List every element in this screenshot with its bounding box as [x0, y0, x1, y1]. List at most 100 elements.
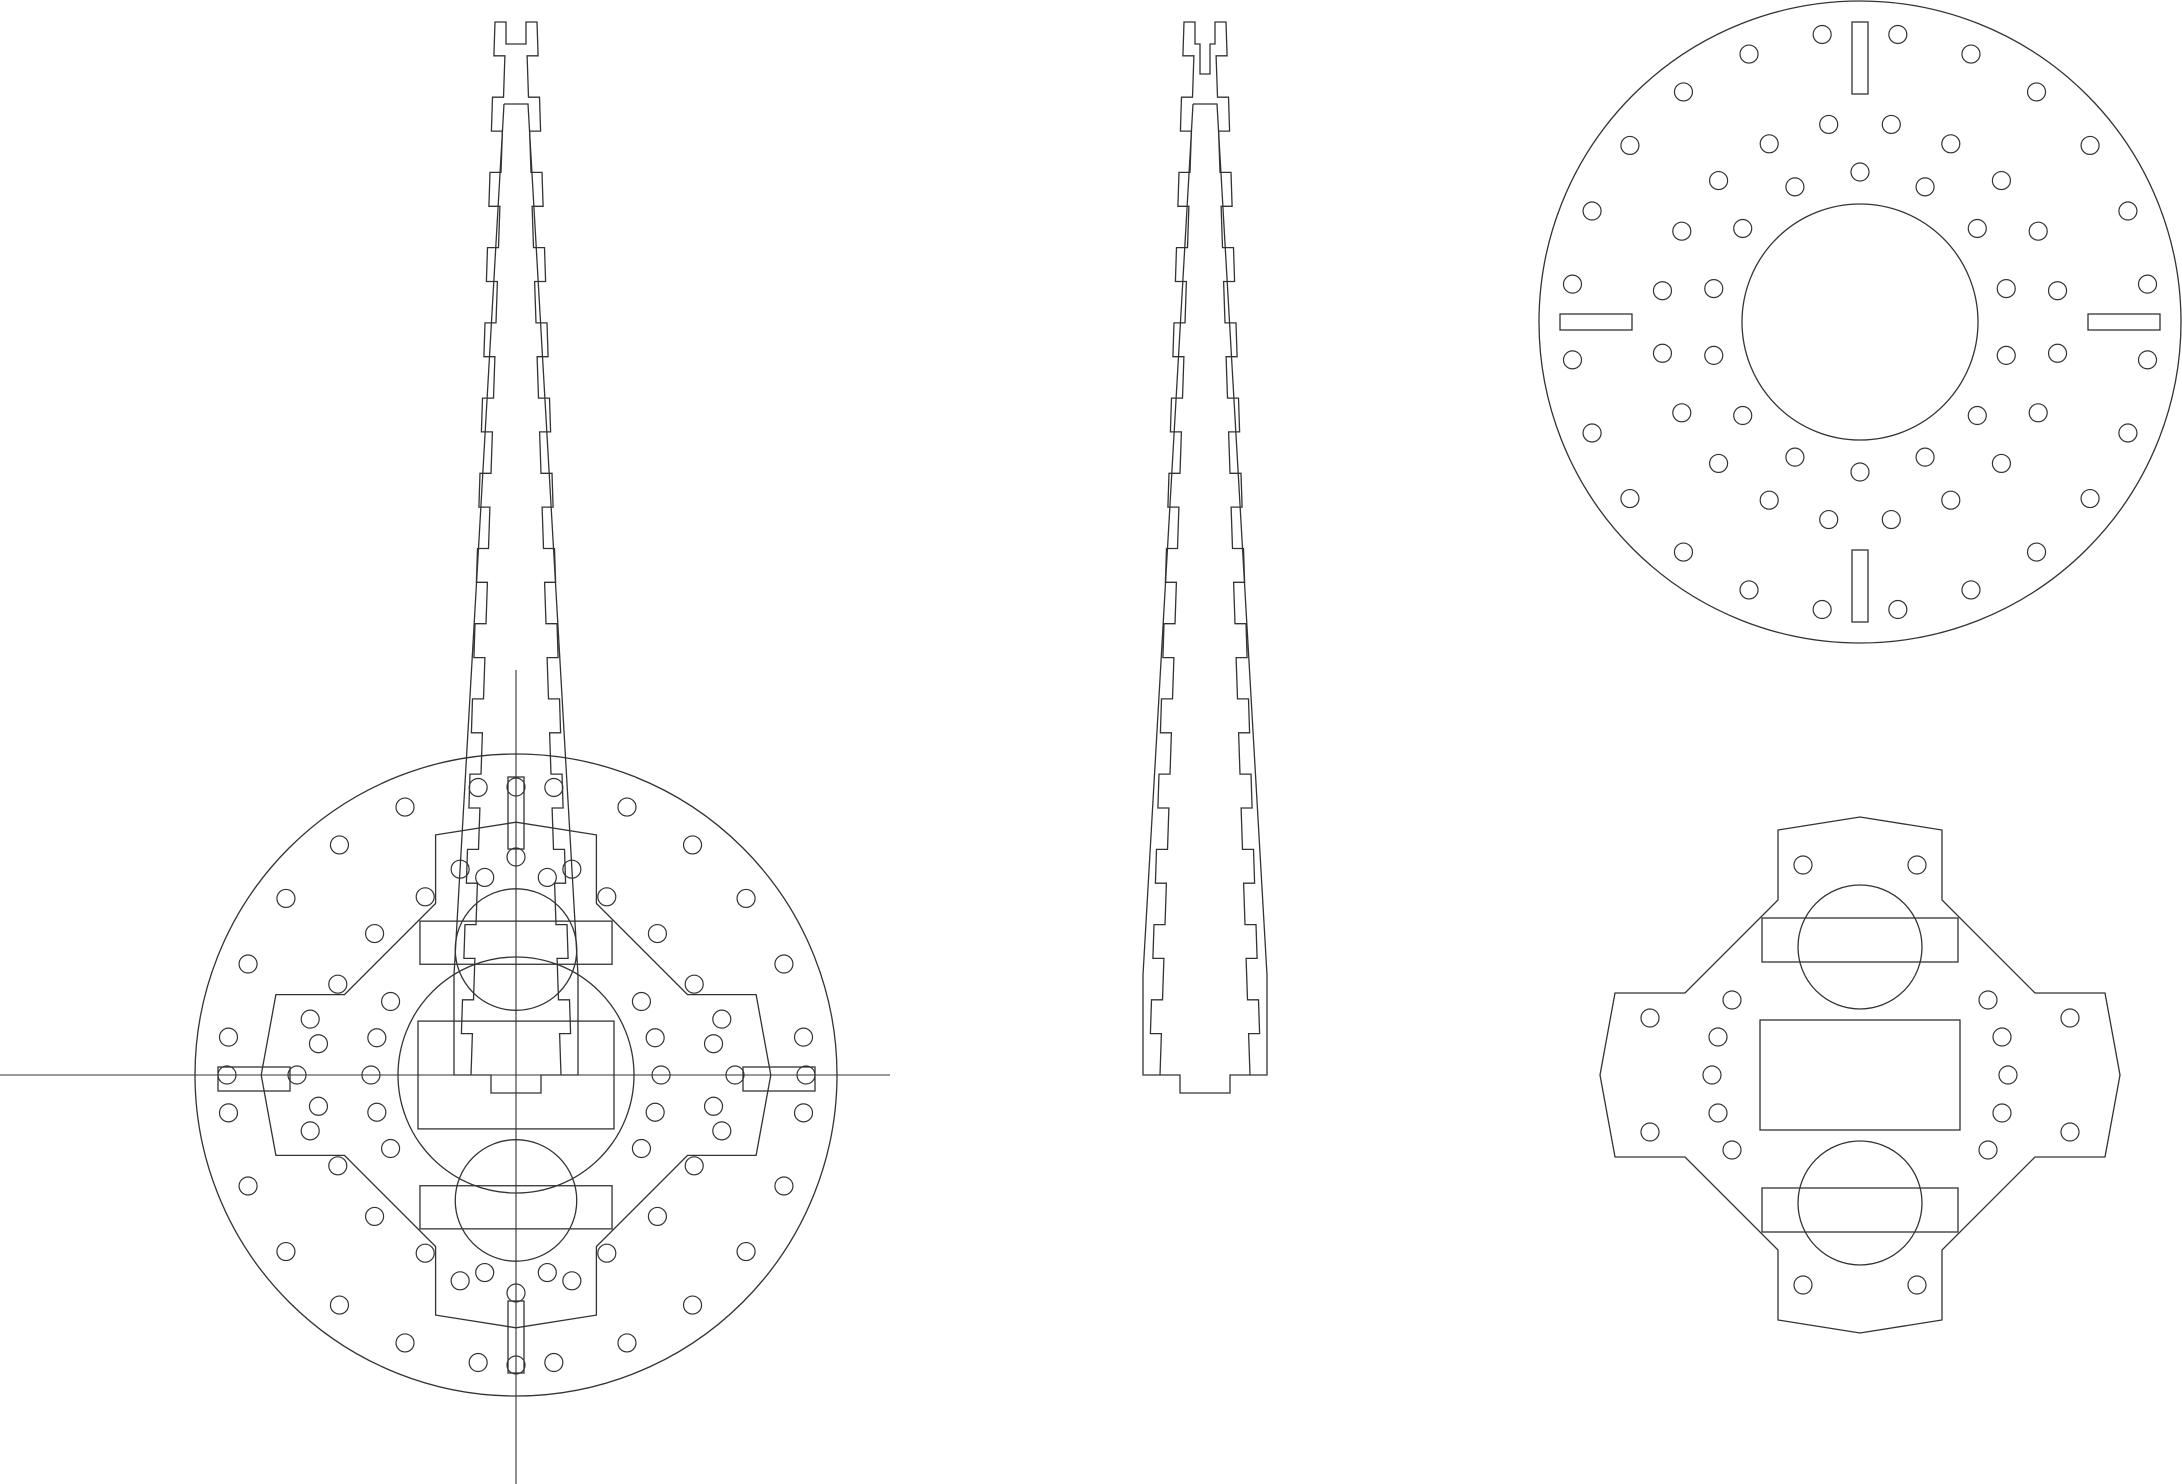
assembly-hole	[793, 1103, 814, 1123]
disc-hole	[1620, 135, 1640, 156]
chassis-round-cutout	[454, 888, 578, 1011]
disc-hole	[1812, 24, 1832, 45]
assembly-slot-top	[507, 776, 525, 850]
disc-hole	[1819, 114, 1839, 135]
disc-hole	[1704, 345, 1724, 365]
disc-hole	[1704, 279, 1724, 299]
disc-hole	[1941, 134, 1961, 154]
assembly-hole	[238, 1176, 258, 1196]
disc-hole	[1812, 599, 1832, 620]
assembly-hole	[736, 1241, 756, 1262]
assembly-hole	[468, 777, 488, 798]
chassis-hole	[1978, 990, 1998, 1010]
disc-hole	[2080, 135, 2100, 156]
chassis-hole	[1708, 1027, 1728, 1047]
chassis-hole	[1978, 1140, 1998, 1160]
disc-hole	[1759, 134, 1779, 154]
assembly-hole	[597, 887, 617, 907]
disc-hole	[1967, 405, 1987, 426]
assembly-hole	[415, 887, 435, 907]
assembly-hole	[647, 1206, 668, 1227]
assembly-slot-hole	[796, 1065, 816, 1085]
assembly-hole	[329, 835, 350, 855]
disc-slot-right	[2087, 313, 2161, 331]
chassis-hole	[450, 859, 470, 879]
assembly-slot-hole	[506, 847, 526, 867]
chassis-hole	[562, 859, 582, 879]
chassis-hole	[367, 1028, 387, 1048]
chassis-bracket-rect	[419, 1185, 613, 1230]
assembly-hole	[415, 1243, 435, 1263]
disc-hole	[1850, 462, 1870, 482]
assembly-hole	[329, 1295, 350, 1315]
assembly-hole	[537, 1262, 557, 1283]
assembly-hole	[774, 1176, 794, 1196]
disc-hole	[1672, 403, 1692, 423]
disc-outer-edge	[1538, 0, 2182, 644]
chassis-center-rect	[1759, 1019, 1961, 1131]
disc-hole	[1991, 453, 2012, 474]
disc-hole	[1620, 488, 1640, 509]
chassis-hole	[300, 1121, 320, 1141]
disc-hole	[1708, 170, 1729, 191]
disc-hole	[1785, 177, 1805, 197]
chassis-hole	[380, 1138, 401, 1159]
chassis-hole	[1998, 1065, 2018, 1085]
assembly-slot-right	[742, 1066, 816, 1092]
disc-slot-top	[1851, 21, 1869, 95]
assembly-hole	[475, 1262, 495, 1283]
disc-hole	[2026, 542, 2047, 562]
assembly-hole	[395, 1333, 415, 1353]
disc-hole	[1961, 44, 1981, 64]
assembly-hole	[736, 888, 756, 909]
assembly-hole	[703, 1096, 724, 1116]
leg-outer-outline	[460, 21, 572, 1076]
assembly-slot-hole	[725, 1065, 745, 1085]
disc-hole	[1739, 44, 1759, 64]
disc-hole	[1562, 350, 1583, 370]
disc-hole	[2080, 488, 2100, 509]
assembly-hole	[682, 1295, 703, 1315]
disc-hole	[1673, 542, 1694, 562]
assembly-hole	[617, 797, 637, 817]
side-panel-a	[453, 21, 579, 1094]
chassis-hole	[645, 1028, 665, 1048]
chassis-hole	[1992, 1027, 2012, 1047]
assembly-hole	[475, 867, 495, 888]
disc-hole	[1819, 509, 1839, 530]
chassis-round-cutout	[1797, 1140, 1923, 1266]
chassis-round-cutout	[454, 1139, 578, 1262]
leg-outer-outline	[1149, 21, 1261, 1076]
chassis-hole	[300, 1009, 320, 1029]
assembly-hole	[793, 1027, 814, 1047]
assembly-center-opening	[397, 956, 635, 1194]
assembly-hole	[308, 1034, 329, 1054]
disc-hole	[1941, 490, 1961, 510]
assembly-hole	[218, 1103, 239, 1123]
disc-hole	[1562, 274, 1583, 294]
assembly-chassis-outline	[260, 821, 772, 1329]
disc-hole	[2026, 82, 2047, 102]
assembly-slot-bottom	[507, 1300, 525, 1374]
disc-hole	[1733, 405, 1753, 426]
leg-inner-outline	[453, 103, 579, 1094]
disc-hole	[1996, 279, 2016, 299]
disc-hole	[1733, 218, 1753, 239]
disc-hole	[1915, 177, 1935, 197]
chassis-hole	[2060, 1122, 2080, 1142]
disc-hole	[1673, 82, 1694, 102]
assembly-hole	[684, 1156, 704, 1176]
assembly-hole	[597, 1243, 617, 1263]
assembly-hole	[617, 1333, 637, 1353]
assembly-hole	[647, 923, 668, 944]
assembly-hole	[328, 1156, 348, 1176]
chassis-hole	[645, 1102, 665, 1122]
assembly-plan	[194, 753, 838, 1397]
side-panel-b	[1142, 21, 1268, 1094]
assembly-hole	[703, 1034, 724, 1054]
disc-hole	[1961, 580, 1981, 600]
chassis-outline	[1599, 816, 2121, 1334]
chassis-hole	[367, 1102, 387, 1122]
assembly-hole	[328, 974, 348, 994]
